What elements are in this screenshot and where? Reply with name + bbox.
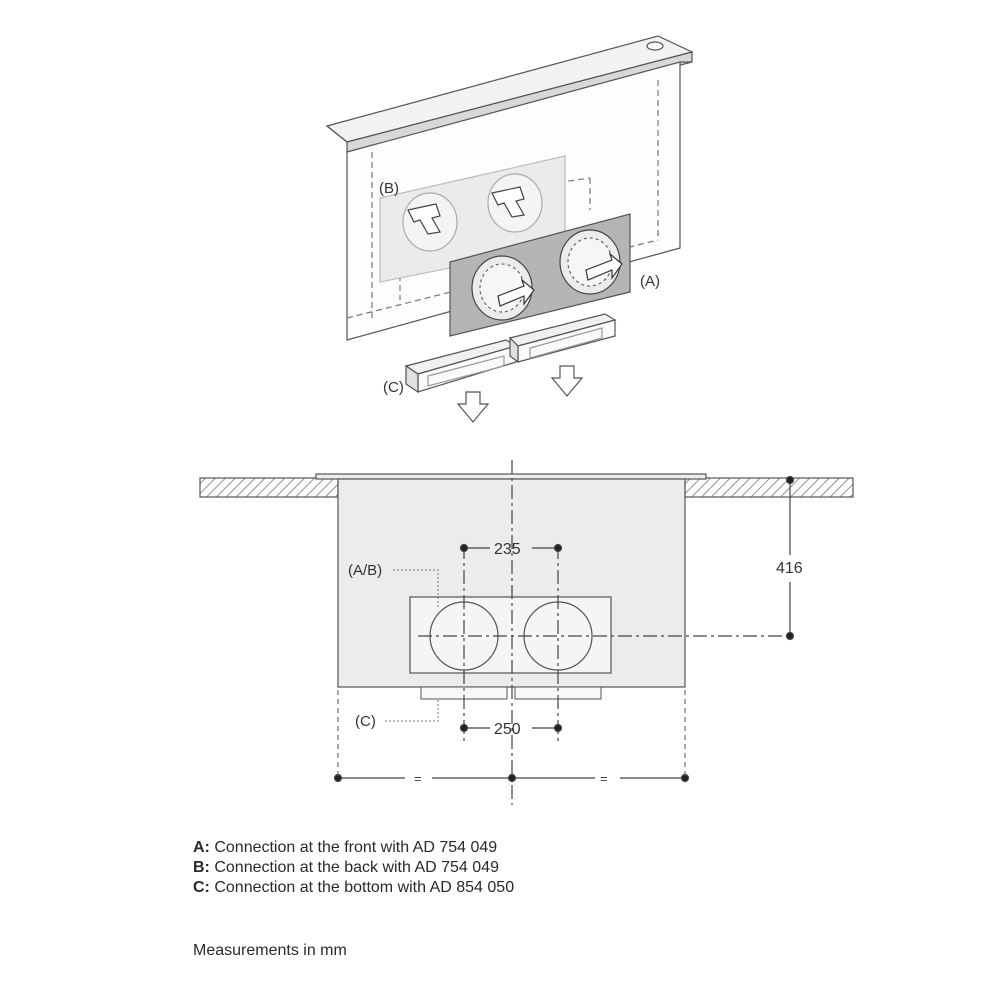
legend-item-b: B: Connection at the back with AD 754 04… — [193, 858, 514, 878]
measurements-note: Measurements in mm — [193, 942, 347, 959]
legend-key: A: — [193, 839, 210, 856]
legend-text: Connection at the front with AD 754 049 — [209, 839, 498, 856]
isometric-view — [325, 35, 694, 423]
worktop-right — [684, 477, 854, 498]
dimension-spacing-bottom: 250 — [494, 721, 521, 738]
legend-item-c: C: Connection at the bottom with AD 854 … — [193, 878, 514, 898]
arrow-down-icon — [456, 391, 490, 423]
dimension-equal-right: = — [600, 771, 608, 786]
iso-label-b: (B) — [379, 180, 399, 197]
front-label-ab: (A/B) — [348, 562, 382, 579]
iso-bottom-boxes-c — [404, 313, 617, 394]
arrow-down-icon — [550, 365, 584, 397]
legend-text: Connection at the back with AD 754 049 — [209, 859, 499, 876]
front-label-c: (C) — [355, 713, 376, 730]
iso-label-a: (A) — [640, 273, 660, 290]
legend-key: C: — [193, 879, 210, 896]
legend: A: Connection at the front with AD 754 0… — [193, 838, 514, 898]
iso-label-c: (C) — [383, 379, 404, 396]
legend-item-a: A: Connection at the front with AD 754 0… — [193, 838, 514, 858]
legend-text: Connection at the bottom with AD 854 050 — [209, 879, 515, 896]
dimension-equal-left: = — [414, 771, 422, 786]
worktop-left — [199, 477, 339, 498]
legend-key: B: — [193, 859, 210, 876]
appliance-top-trim — [315, 473, 707, 480]
dimension-spacing-top: 235 — [494, 541, 521, 558]
front-view — [199, 460, 854, 805]
dimension-height: 416 — [776, 560, 803, 577]
